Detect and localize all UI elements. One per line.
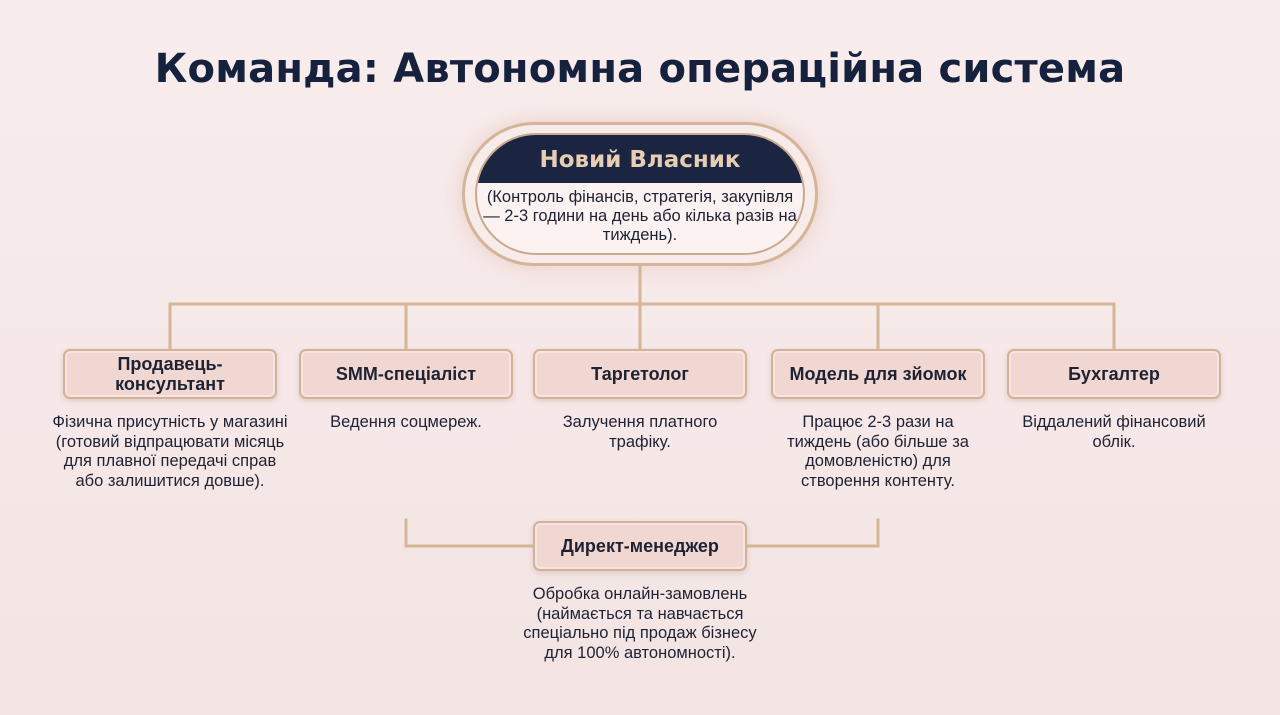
role-description-accountant: Віддалений фінансовий облік. bbox=[1022, 413, 1206, 451]
role-title: Продавець-консультант bbox=[115, 354, 225, 394]
direct-manager-bracket-right bbox=[744, 518, 880, 548]
owner-description: (Контроль фінансів, стратегія, закупівля… bbox=[483, 188, 797, 244]
role-title: SMM-спеціаліст bbox=[335, 364, 477, 384]
role-description-targetologist: Залучення платного трафіку. bbox=[562, 413, 718, 451]
role-description-model: Працює 2-3 рази на тиждень (або більше з… bbox=[787, 413, 969, 490]
role-box-accountant: Бухгалтер bbox=[1007, 349, 1221, 399]
direct-manager-description: Обробка онлайн-замовлень (наймається та … bbox=[523, 585, 757, 662]
page-title: Команда: Автономна операційна система bbox=[154, 46, 1126, 92]
role-box-targetologist: Таргетолог bbox=[533, 349, 747, 399]
owner-title: Новий Власник bbox=[477, 135, 803, 183]
role-box-sales-consultant: Продавець-консультант bbox=[63, 349, 277, 399]
role-box-smm-specialist: SMM-спеціаліст bbox=[299, 349, 513, 399]
direct-manager-title: Директ-менеджер bbox=[561, 536, 719, 556]
role-title: Модель для зйомок bbox=[789, 364, 967, 384]
direct-manager-bracket-left bbox=[404, 518, 536, 548]
role-description-sales-consultant: Фізична присутність у магазині (готовий … bbox=[52, 413, 288, 490]
role-box-direct-manager: Директ-менеджер bbox=[533, 521, 747, 571]
role-title: Бухгалтер bbox=[1068, 364, 1160, 384]
role-title: Таргетолог bbox=[591, 364, 689, 384]
role-box-model: Модель для зйомок bbox=[771, 349, 985, 399]
role-description-smm-specialist: Ведення соцмереж. bbox=[330, 413, 482, 431]
owner-node: Новий Власник (Контроль фінансів, страте… bbox=[475, 133, 805, 255]
